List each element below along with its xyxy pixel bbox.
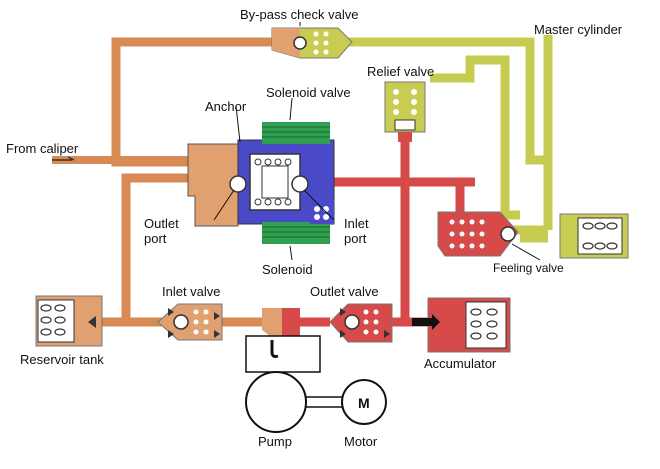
label-inlet-valve: Inlet valve bbox=[162, 284, 221, 299]
pump-motor bbox=[245, 371, 387, 433]
label-bypass-check-valve: By-pass check valve bbox=[240, 7, 359, 22]
solenoid-valve bbox=[187, 122, 335, 244]
label-feeling-valve: Feeling valve bbox=[493, 261, 564, 275]
leader-lines bbox=[213, 22, 541, 261]
reservoir-tank bbox=[35, 295, 103, 347]
pump-block bbox=[245, 308, 321, 373]
label-outlet-port-2: port bbox=[144, 231, 167, 246]
outlet-valve-shape bbox=[329, 303, 393, 343]
label-inlet-port-1: Inlet bbox=[344, 216, 369, 231]
label-inlet-port-2: port bbox=[344, 231, 367, 246]
label-reservoir-tank: Reservoir tank bbox=[20, 352, 104, 367]
bypass-check-valve bbox=[271, 27, 353, 59]
label-motor: Motor bbox=[344, 434, 378, 449]
label-outlet-valve: Outlet valve bbox=[310, 284, 379, 299]
accumulator bbox=[412, 297, 511, 353]
yellow-lines bbox=[335, 35, 553, 243]
label-anchor: Anchor bbox=[205, 99, 247, 114]
label-pump: Pump bbox=[258, 434, 292, 449]
master-cylinder-unit bbox=[559, 213, 629, 259]
label-outlet-port-1: Outlet bbox=[144, 216, 179, 231]
orange-lines bbox=[52, 37, 290, 327]
label-master-cylinder: Master cylinder bbox=[534, 22, 623, 37]
relief-valve bbox=[384, 81, 426, 142]
motor-symbol: M bbox=[358, 395, 370, 411]
inlet-valve-shape bbox=[157, 303, 223, 341]
label-from-caliper: From caliper bbox=[6, 141, 79, 156]
caliper-arrow bbox=[52, 156, 75, 161]
label-solenoid-valve: Solenoid valve bbox=[266, 85, 351, 100]
feeling-valve bbox=[437, 211, 519, 257]
label-relief-valve: Relief valve bbox=[367, 64, 434, 79]
label-solenoid: Solenoid bbox=[262, 262, 313, 277]
label-accumulator: Accumulator bbox=[424, 356, 497, 371]
